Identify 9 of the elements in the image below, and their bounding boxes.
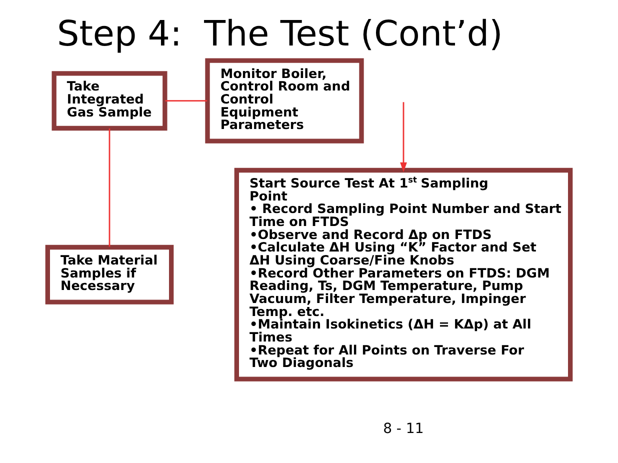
connector [108,128,110,247]
node-box: Monitor Boiler, Control Room and Control Equipment Parameters [205,58,364,144]
connector [165,100,208,102]
node-box: Start Source Test At 1$^{st}$ Sampling Point • Record Sampling Point Number and Start Time on FTDS •Observe and Record Δp on FTDS •Calculate ΔH Using “K” Factor and Set ΔH Using Coarse/Fine Knobs •Record Other Parameters on FTDS: DGM Reading, Ts, DGM Temperature, Pump Vacuum, Filter Temperature, Impinger Temp. etc. •Maintain Isokinetics (ΔH = KΔp) at All Times •Repeat for All Points on Traverse For Two Diagonals [234,168,573,382]
arrow [400,102,407,172]
label: 8 - 11 [383,420,424,437]
node-box: Take Material Samples if Necessary [45,244,174,304]
diagram-title: Step 4: The Test (Cont’d) [57,14,503,54]
node-box: Take Integrated Gas Sample [52,71,168,131]
